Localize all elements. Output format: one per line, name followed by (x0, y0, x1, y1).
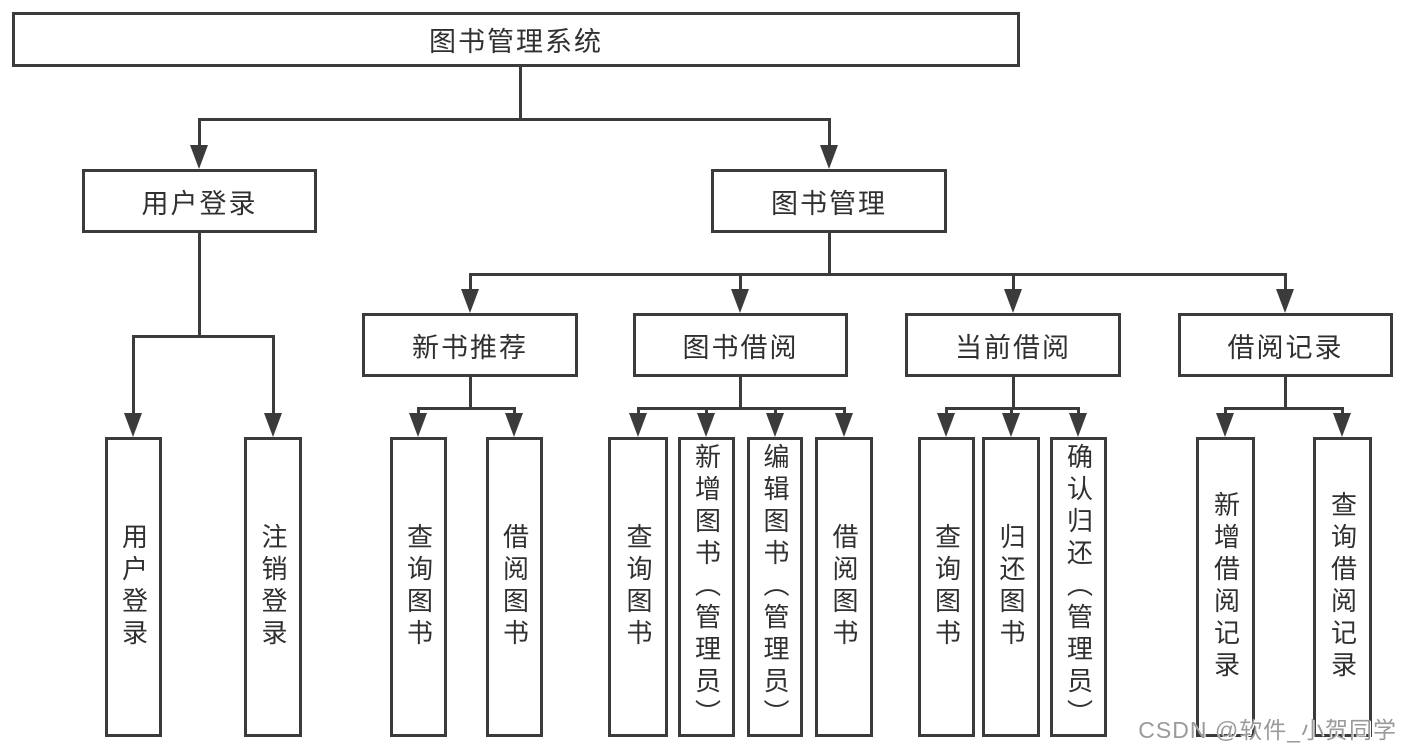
arrow-down-icon (1333, 413, 1351, 437)
node-leaf-logout: 注销登录 (244, 437, 302, 737)
connector-line (1012, 273, 1015, 292)
arrow-down-icon (409, 413, 427, 437)
arrow-down-icon (190, 145, 208, 169)
connector-line (1224, 407, 1227, 415)
connector-line (739, 273, 742, 292)
node-leaf-query-book-recommend: 查询图书 (390, 437, 447, 737)
arrow-down-icon (820, 145, 838, 169)
node-leaf-borrow-book-recommend: 借阅图书 (486, 437, 543, 737)
arrow-down-icon (1002, 413, 1020, 437)
node-label: 图书管理系统 (429, 27, 603, 57)
node-leaf-user-login: 用户登录 (105, 437, 162, 737)
arrow-down-icon (835, 413, 853, 437)
connector-line (945, 407, 948, 415)
connector-line (828, 118, 831, 148)
node-label: 新增借阅记录 (1210, 491, 1241, 683)
connector-line (132, 335, 275, 338)
connector-line (519, 67, 522, 120)
connector-line (132, 335, 135, 415)
node-label: 用户登录 (118, 523, 149, 651)
node-leaf-query-book-current: 查询图书 (918, 437, 975, 737)
arrow-down-icon (697, 413, 715, 437)
node-borrow-record: 借阅记录 (1178, 313, 1393, 377)
watermark: CSDN @软件_小贺同学 (1138, 717, 1397, 743)
arrow-down-icon (461, 289, 479, 313)
node-leaf-query-borrow-record: 查询借阅记录 (1313, 437, 1372, 737)
connector-line (198, 118, 831, 121)
node-label: 查询图书 (623, 523, 653, 651)
connector-line (469, 273, 472, 292)
arrow-down-icon (731, 289, 749, 313)
node-label: 新增图书（管理员） (691, 443, 722, 731)
arrow-down-icon (766, 413, 784, 437)
node-label: 借阅记录 (1227, 332, 1344, 363)
arrow-down-icon (1216, 413, 1234, 437)
node-book-borrow: 图书借阅 (633, 313, 848, 377)
connector-line (1284, 273, 1287, 292)
node-label: 归还图书 (996, 523, 1026, 651)
arrow-down-icon (1069, 413, 1087, 437)
connector-line (198, 233, 201, 337)
connector-line (417, 407, 420, 415)
connector-line (1341, 407, 1344, 415)
node-label: 借阅图书 (499, 523, 530, 651)
node-leaf-add-borrow-record: 新增借阅记录 (1196, 437, 1255, 737)
connector-line (1077, 407, 1080, 415)
node-leaf-query-book-borrow: 查询图书 (608, 437, 668, 737)
connector-line (469, 377, 472, 409)
node-book-management: 图书管理 (711, 169, 947, 233)
connector-line (198, 118, 201, 148)
arrow-down-icon (1004, 289, 1022, 313)
connector-line (774, 407, 777, 415)
node-leaf-borrow-book: 借阅图书 (815, 437, 873, 737)
node-label: 图书管理 (771, 188, 887, 219)
arrow-down-icon (505, 413, 523, 437)
node-label: 用户登录 (141, 188, 258, 219)
node-label: 当前借阅 (955, 332, 1071, 363)
node-leaf-add-book-admin: 新增图书（管理员） (678, 437, 735, 737)
node-root: 图书管理系统 (12, 12, 1020, 67)
node-current-borrow: 当前借阅 (905, 313, 1121, 377)
connector-line (705, 407, 708, 415)
node-label: 新书推荐 (412, 332, 528, 363)
connector-line (637, 407, 640, 415)
arrow-down-icon (1276, 289, 1294, 313)
connector-line (513, 407, 516, 415)
node-new-book-recommend: 新书推荐 (362, 313, 578, 377)
node-label: 确认归还（管理员） (1063, 443, 1094, 731)
connector-line (828, 233, 831, 275)
node-label: 查询图书 (403, 523, 434, 651)
connector-line (1224, 407, 1344, 410)
connector-line (843, 407, 846, 415)
node-leaf-edit-book-admin: 编辑图书（管理员） (747, 437, 803, 737)
node-label: 查询借阅记录 (1327, 491, 1358, 683)
connector-line (637, 407, 845, 410)
node-leaf-return-book: 归还图书 (982, 437, 1040, 737)
node-user-login: 用户登录 (82, 169, 317, 233)
node-label: 注销登录 (258, 523, 288, 651)
node-label: 图书借阅 (682, 332, 799, 363)
arrow-down-icon (629, 413, 647, 437)
connector-line (1012, 377, 1015, 409)
arrow-down-icon (124, 413, 142, 437)
node-label: 编辑图书（管理员） (760, 443, 790, 731)
connector-line (417, 407, 516, 410)
node-label: 借阅图书 (829, 523, 859, 651)
node-label: 查询图书 (931, 523, 962, 651)
connector-line (469, 273, 1287, 276)
node-leaf-confirm-return-admin: 确认归还（管理员） (1050, 437, 1107, 737)
connector-line (739, 377, 742, 409)
connector-line (1284, 377, 1287, 409)
arrow-down-icon (937, 413, 955, 437)
connector-line (272, 335, 275, 415)
connector-line (1010, 407, 1013, 415)
arrow-down-icon (264, 413, 282, 437)
